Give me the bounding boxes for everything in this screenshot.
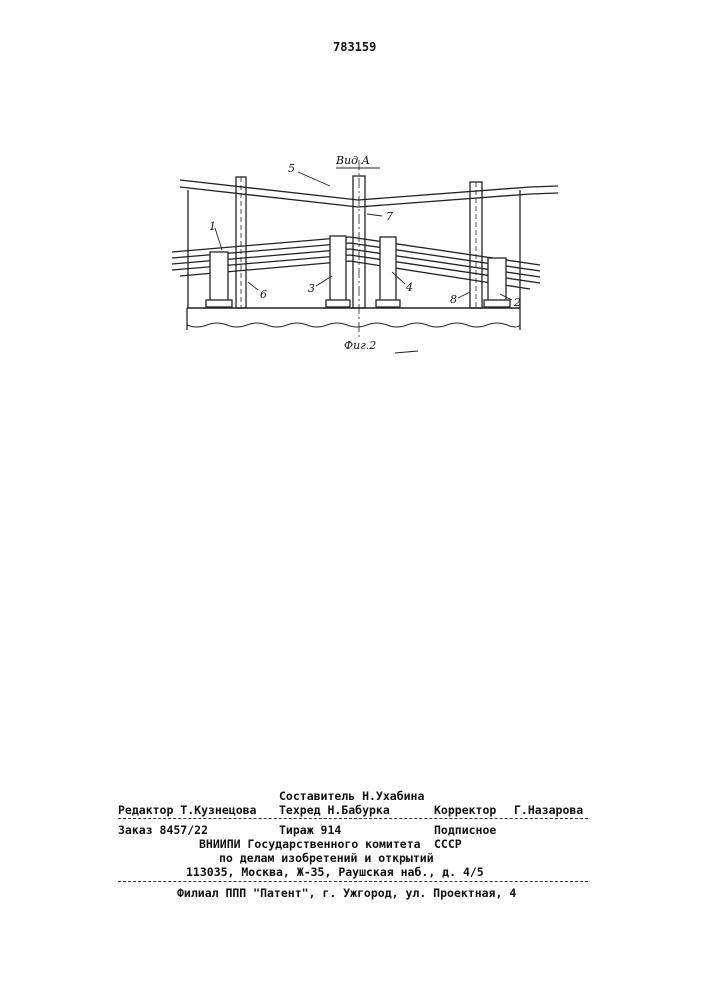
figure-label-2: 2 bbox=[513, 296, 521, 309]
org-line-2: по делам изобретений и открытий bbox=[219, 851, 434, 865]
figure-label-8: 8 bbox=[450, 293, 457, 306]
branch-line: Филиал ППП "Патент", г. Ужгород, ул. Про… bbox=[177, 886, 516, 900]
compiler-line: Составитель Н.Ухабина bbox=[279, 789, 424, 803]
circulation-line: Тираж 914 bbox=[279, 823, 341, 837]
technical-drawing: Вид А Фиг.2 5 1 7 6 3 4 8 2 bbox=[0, 0, 707, 400]
figure-caption: Фиг.2 bbox=[344, 339, 376, 352]
divider-bottom bbox=[118, 881, 588, 882]
figure-label-4: 4 bbox=[405, 281, 413, 294]
subscription-line: Подписное bbox=[434, 823, 496, 837]
org-line-1: ВНИИПИ Государственного комитета bbox=[199, 837, 421, 851]
figure-label-3: 3 bbox=[308, 282, 315, 295]
figure-label-6: 6 bbox=[260, 288, 267, 301]
figure-label-1: 1 bbox=[209, 220, 216, 233]
view-label: Вид А bbox=[335, 154, 370, 167]
order-line: Заказ 8457/22 bbox=[118, 823, 208, 837]
editor-line: Редактор Т.Кузнецова bbox=[118, 803, 256, 817]
org-line-1-tail: СССР bbox=[434, 837, 462, 851]
techred-line: Техред Н.Бабурка bbox=[279, 803, 390, 817]
figure-label-5: 5 bbox=[288, 162, 295, 175]
figure-label-7: 7 bbox=[386, 210, 393, 223]
divider-top bbox=[118, 818, 588, 819]
corrector-name: Г.Назарова bbox=[514, 803, 583, 817]
address-line: 113035, Москва, Ж-35, Раушская наб., д. … bbox=[186, 865, 484, 879]
corrector-title: Корректор bbox=[434, 803, 496, 817]
